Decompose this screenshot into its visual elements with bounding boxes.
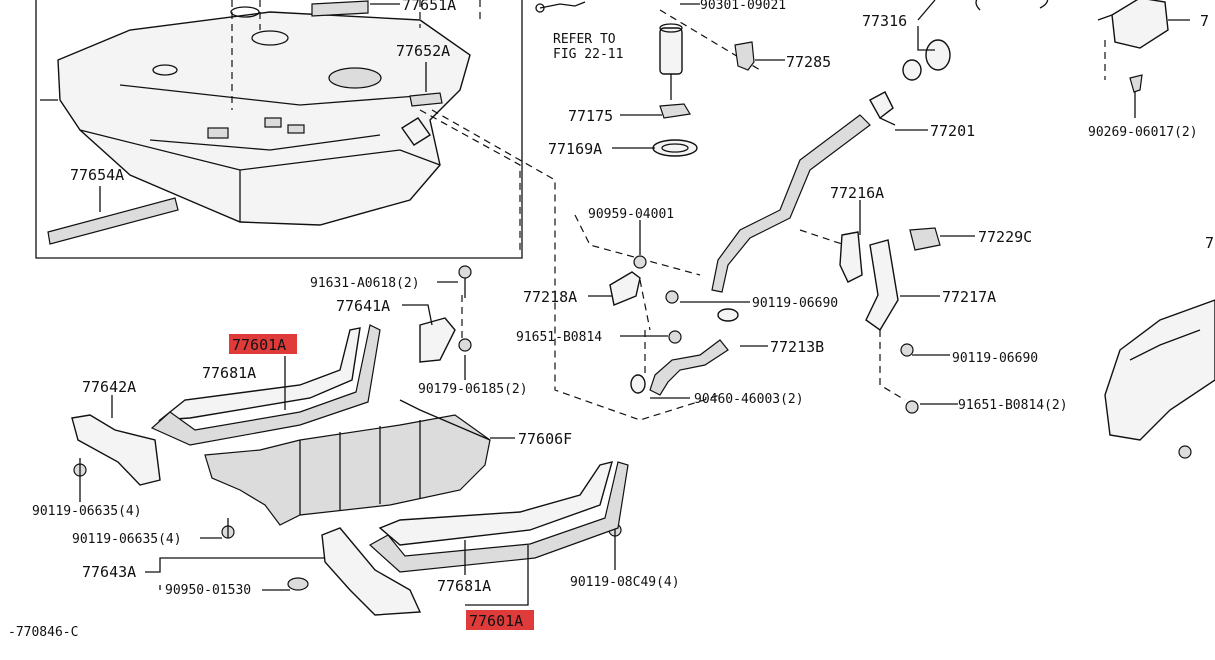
label-77169A: 77169A — [548, 140, 602, 158]
label-90460-46003: 90460-46003(2) — [694, 392, 804, 407]
label-90301-09021: 90301-09021 — [700, 0, 786, 13]
label-91651-B0814-a: 91651-B0814 — [516, 330, 602, 345]
label-91651-B0814-b: 91651-B0814(2) — [958, 398, 1068, 413]
label-77651A: 77651A — [402, 0, 456, 14]
filler-pipe — [609, 0, 1049, 396]
label-91631-A0618: 91631-A0618(2) — [310, 276, 420, 291]
highlight-77601A-top — [229, 334, 297, 354]
refer-note-line2: FIG 22-11 — [553, 47, 623, 62]
label-90119-06690-a: 90119-06690 — [752, 296, 838, 311]
label-90269-06017: 90269-06017(2) — [1088, 125, 1198, 140]
label-right-edge-a: 7 — [1200, 12, 1209, 30]
label-90950-01530: 90950-01530 — [165, 583, 251, 598]
label-right-edge-b: 7 — [1205, 234, 1214, 252]
leader-lines — [79, 0, 1136, 606]
label-77175: 77175 — [568, 107, 613, 125]
label-77643A: 77643A — [82, 563, 136, 581]
label-90119-08C49: 90119-08C49(4) — [570, 575, 680, 590]
highlight-77601A-bottom — [466, 610, 534, 630]
fuel-door — [1097, 0, 1190, 93]
label-77601A-bottom: 77601A — [469, 612, 523, 630]
label-90119-06635-b: 90119-06635(4) — [72, 532, 182, 547]
label-77642A: 77642A — [82, 378, 136, 396]
label-77216A: 77216A — [830, 184, 884, 202]
label-77601A-top: 77601A — [232, 336, 286, 354]
label-77229C: 77229C — [978, 228, 1032, 246]
label-77681A-top: 77681A — [202, 364, 256, 382]
label-77213B: 77213B — [770, 338, 824, 356]
refer-note-line1: REFER TO — [553, 32, 616, 47]
label-77201: 77201 — [930, 122, 975, 140]
label-90119-06690-b: 90119-06690 — [952, 351, 1038, 366]
label-77652A: 77652A — [396, 42, 450, 60]
part-labels: 90301-09021 77316 90269-06017(2) REFER T… — [8, 0, 1214, 640]
fuel-pump-assembly — [535, 1, 755, 157]
label-77285: 77285 — [786, 53, 831, 71]
label-77641A: 77641A — [336, 297, 390, 315]
label-77316: 77316 — [862, 12, 907, 30]
label-77218A: 77218A — [523, 288, 577, 306]
diagram-id: -770846-C — [8, 625, 78, 640]
label-77681A-bottom: 77681A — [437, 577, 491, 595]
wheel-housing — [1104, 299, 1215, 459]
fuel-tank-inset — [35, 0, 523, 259]
label-77217A: 77217A — [942, 288, 996, 306]
label-77606F: 77606F — [518, 430, 572, 448]
label-90179-06185: 90179-06185(2) — [418, 382, 528, 397]
label-77654A: 77654A — [70, 166, 124, 184]
lower-components — [71, 317, 629, 616]
label-90119-06635-a: 90119-06635(4) — [32, 504, 142, 519]
label-90959-04001: 90959-04001 — [588, 207, 674, 222]
